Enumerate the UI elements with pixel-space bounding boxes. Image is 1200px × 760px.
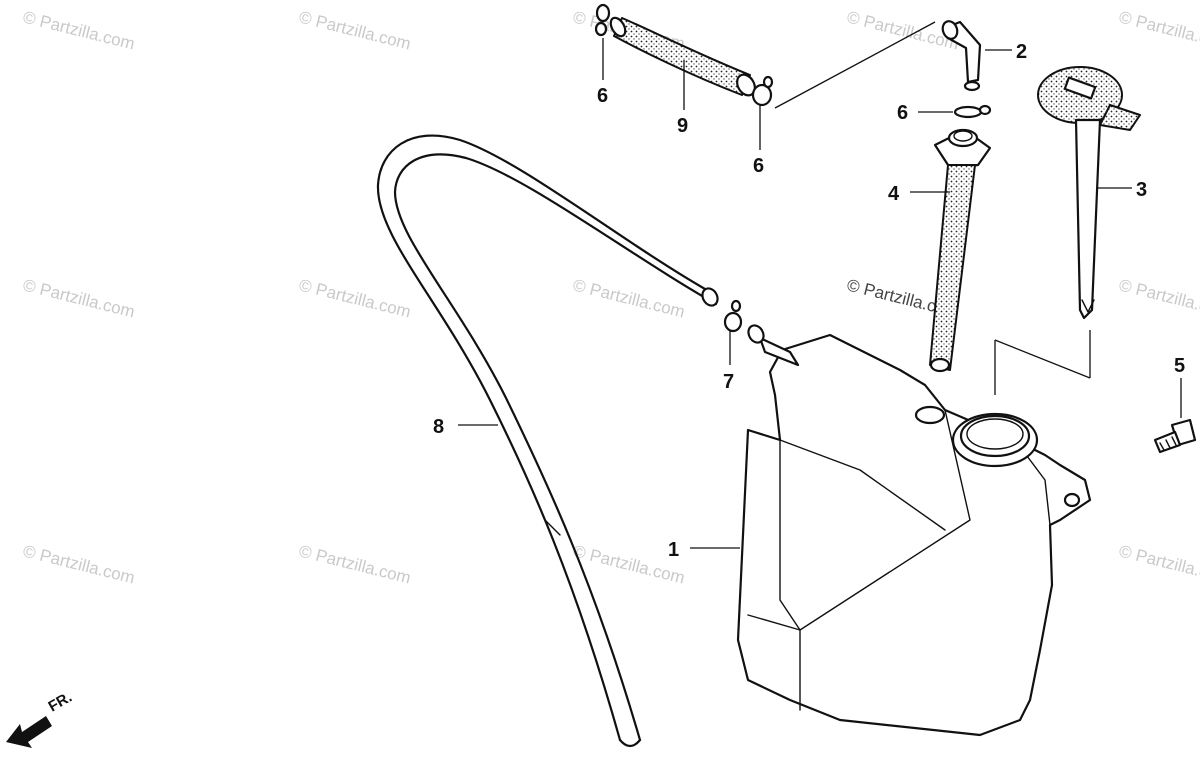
- watermark: © Partzilla.com: [1117, 541, 1200, 587]
- part-9-hose: [609, 16, 756, 110]
- watermark: © Partzilla.com: [21, 275, 137, 321]
- callout-2: 2: [1016, 41, 1027, 63]
- part-4-filler-tube: [910, 128, 992, 373]
- part-2-elbow-joint: [941, 20, 1012, 92]
- watermark: © Partzilla.com: [1117, 7, 1200, 53]
- assembly-links: [774, 21, 1091, 395]
- watermark: © Partzilla.com: [297, 275, 413, 321]
- front-direction-label: FR.: [46, 689, 75, 716]
- watermark: © Partzilla.com: [21, 7, 137, 53]
- callout-7: 7: [723, 371, 734, 393]
- watermark: © Partzilla.com: [1117, 275, 1200, 321]
- part-6-clip-right: [918, 104, 992, 119]
- callout-8: 8: [433, 416, 444, 438]
- callout-6-top: 6: [597, 85, 608, 107]
- callout-6-right: 6: [897, 102, 908, 124]
- watermark: © Partzilla.com: [571, 275, 687, 321]
- part-1-reservoir-tank: [736, 324, 1092, 737]
- callout-layer: 1 2 3 4 5 6 6 6 7 8 9: [433, 41, 1185, 561]
- part-6-clip-top: [594, 3, 611, 80]
- callout-9: 9: [677, 115, 688, 137]
- watermark: © Partzilla.com: [297, 541, 413, 587]
- watermark: © Partzilla.com: [21, 541, 137, 587]
- callout-5: 5: [1174, 355, 1185, 377]
- front-arrow-icon: [6, 716, 52, 748]
- callout-1: 1: [668, 539, 679, 561]
- front-direction-marker: FR.: [6, 689, 75, 748]
- part-5-bolt: [1153, 378, 1197, 454]
- part-6-clip-hose-end: [751, 75, 774, 150]
- callout-6-hose: 6: [753, 155, 764, 177]
- part-8-overflow-tube: [376, 134, 719, 748]
- callout-4: 4: [888, 183, 900, 205]
- part-3-dipstick-cap: [1037, 66, 1141, 320]
- callout-3: 3: [1136, 179, 1147, 201]
- part-7-clip: [723, 299, 743, 365]
- watermark: © Partzilla.com: [297, 7, 413, 53]
